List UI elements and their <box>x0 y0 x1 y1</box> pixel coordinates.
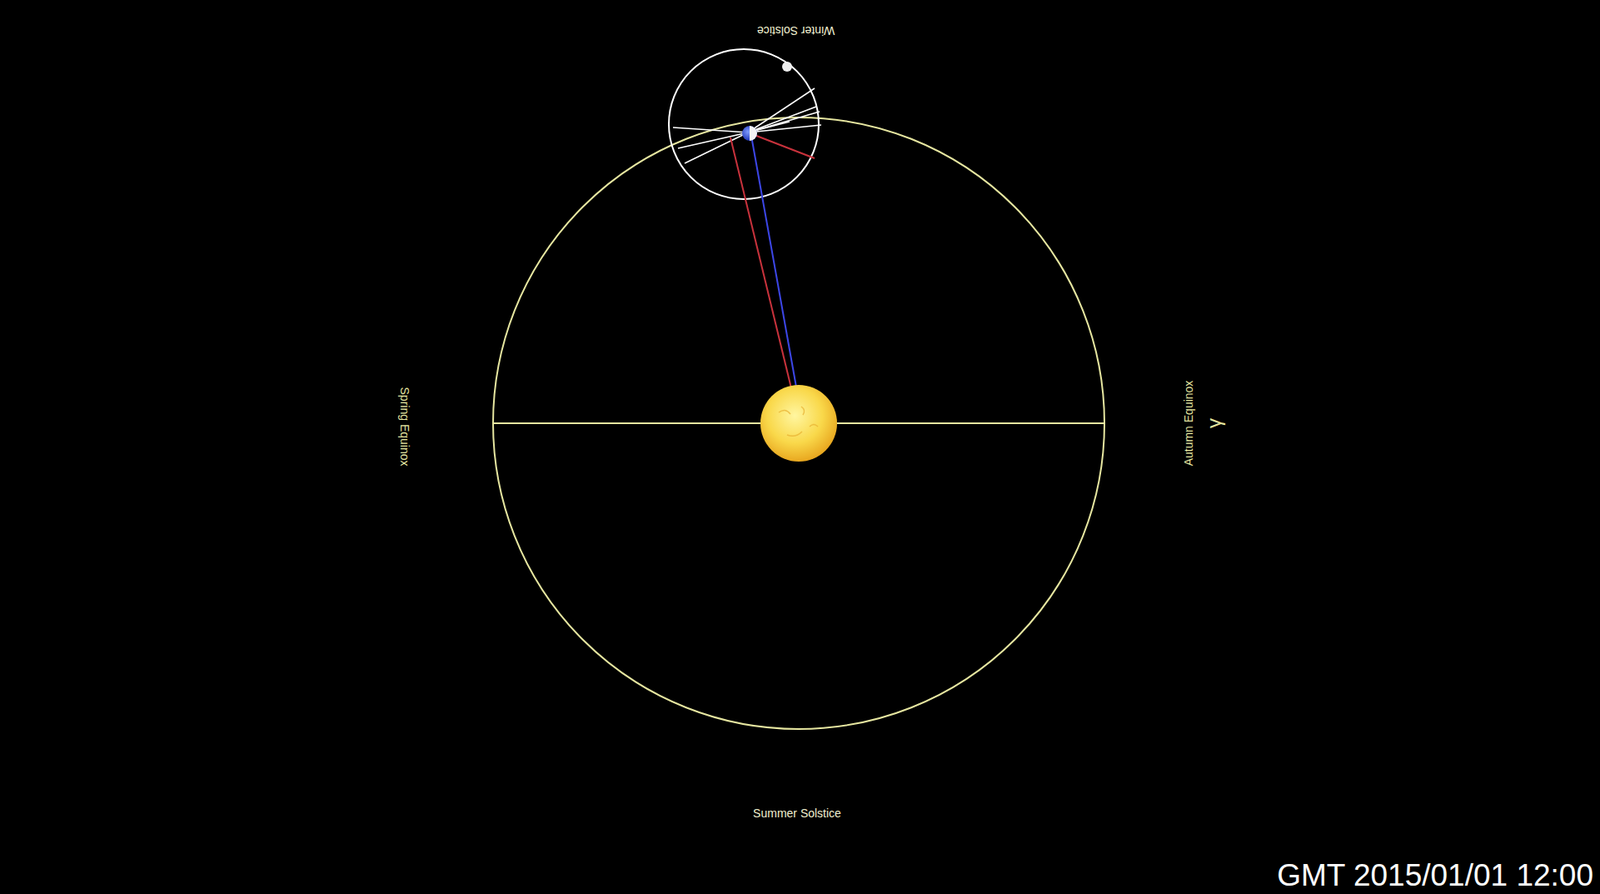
equinox-label: Autumn Equinox <box>1182 380 1195 467</box>
solstice-label: Summer Solstice <box>752 807 842 819</box>
earth-moon-red-line <box>747 132 815 159</box>
moon <box>782 61 793 72</box>
sun-earth-red-line <box>730 137 793 392</box>
vernal-point-symbol: γ <box>1204 418 1225 429</box>
sun-earth-blue-line <box>751 135 798 392</box>
sun-texture <box>778 406 818 436</box>
sun <box>760 384 838 462</box>
earth-lit-side <box>749 125 758 141</box>
timestamp: GMT 2015/01/01 12:00 <box>1276 859 1594 891</box>
solstice-label: Winter Solstice <box>757 24 835 37</box>
equinox-label: Spring Equinox <box>398 387 411 467</box>
light-rays <box>672 88 822 164</box>
moon-orbit <box>668 49 819 200</box>
earth-orbit <box>493 117 1105 729</box>
earth <box>742 125 758 141</box>
